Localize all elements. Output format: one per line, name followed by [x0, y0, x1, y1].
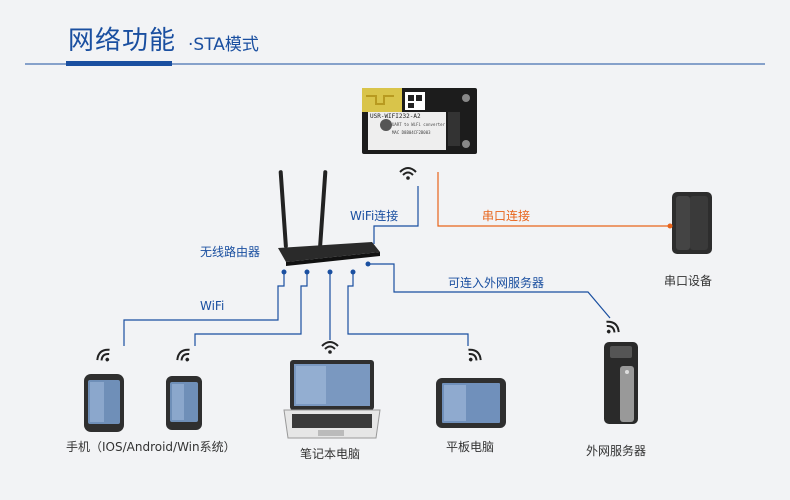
serial-device-label: 串口设备 [664, 274, 713, 288]
wifi-signal-icon-tablet [468, 348, 482, 362]
server-label: 外网服务器 [586, 444, 647, 458]
serial-connect-line [437, 172, 672, 227]
phone-label: 手机（IOS/Android/Win系统） [66, 440, 236, 454]
wifi-connect-label: WiFi连接 [350, 209, 399, 223]
wifi-signal-icon-laptop [321, 341, 339, 354]
wifi-signal-icon-server [606, 320, 620, 334]
line-server [368, 263, 611, 319]
wifi-label: WiFi [200, 299, 225, 313]
phone-icon-2 [166, 376, 202, 430]
laptop-icon [283, 360, 381, 439]
line-phone2 [194, 274, 308, 346]
page-title: 网络功能 [68, 26, 177, 56]
router-icon [278, 170, 380, 266]
tablet-label: 平板电脑 [446, 440, 495, 454]
wifi-module [362, 88, 477, 154]
external-server-link-label: 可连入外网服务器 [448, 276, 545, 290]
module-mac-text: MAC D8B04CF2B003 [392, 130, 431, 135]
line-tablet [347, 274, 469, 346]
line-phone1 [123, 274, 285, 346]
laptop-label: 笔记本电脑 [300, 447, 361, 461]
serial-connect-label: 串口连接 [482, 209, 531, 223]
header-accent-bar [66, 61, 172, 66]
wifi-connect-line [373, 186, 419, 244]
module-model-text: USR-WIFI232-A2 [370, 113, 421, 120]
tablet-icon [436, 378, 506, 428]
server-icon [604, 342, 638, 424]
page-subtitle: ·STA模式 [188, 35, 259, 55]
wifi-signal-icon-phone1 [96, 348, 110, 362]
serial-device-icon [672, 192, 712, 254]
wifi-signal-icon-module [399, 167, 417, 180]
router-label: 无线路由器 [200, 245, 261, 259]
phone-icon-1 [84, 374, 124, 432]
wifi-signal-icon-phone2 [176, 348, 190, 362]
module-desc-text: UART to WiFi converter [392, 122, 445, 127]
